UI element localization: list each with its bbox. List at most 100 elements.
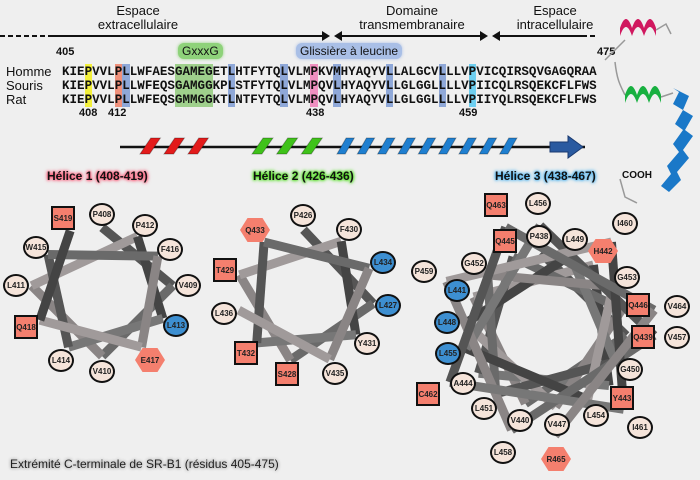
sequence-row: KIEPVVLPLLWFEQSGMMGGKTLNTFYTQLVLMPQVLHYA… bbox=[62, 93, 597, 107]
residue-l456: L456 bbox=[525, 191, 551, 215]
wheel-band bbox=[263, 237, 371, 273]
position-label: 412 bbox=[108, 107, 127, 119]
wheel-band bbox=[236, 306, 332, 364]
residue-l414: L414 bbox=[48, 348, 74, 372]
residue-l441: L441 bbox=[444, 278, 470, 302]
helix-3-ribbon bbox=[336, 137, 518, 155]
position-label: 408 bbox=[79, 107, 98, 119]
residue-c462: C462 bbox=[416, 382, 440, 406]
wheel-band bbox=[38, 315, 143, 352]
residue-v447: V447 bbox=[544, 412, 570, 436]
residue-i460: I460 bbox=[612, 211, 638, 235]
residue-s419: S419 bbox=[51, 206, 75, 230]
beta-strand-arrow bbox=[549, 135, 584, 159]
wheel-band bbox=[238, 236, 343, 280]
residue-w415: W415 bbox=[23, 235, 49, 259]
residue-highlight bbox=[438, 64, 447, 107]
residue-highlight bbox=[114, 64, 123, 107]
residue-a444: A444 bbox=[450, 371, 476, 395]
residue-l411: L411 bbox=[3, 273, 29, 297]
wheel-band bbox=[462, 223, 544, 351]
residue-highlight bbox=[280, 64, 288, 107]
helix-1-ribbon bbox=[139, 137, 210, 155]
residue-highlight bbox=[227, 64, 236, 107]
helix-green bbox=[625, 86, 661, 103]
residue-l458: L458 bbox=[490, 440, 516, 464]
residue-r465: R465 bbox=[541, 447, 571, 471]
wheel-band bbox=[35, 229, 75, 322]
residue-l449: L449 bbox=[562, 227, 588, 251]
residue-highlight bbox=[385, 64, 394, 107]
wheel-band bbox=[442, 279, 516, 432]
residue-l413: L413 bbox=[163, 313, 189, 337]
helix-3-title: Hélice 3 (438-467) bbox=[495, 169, 596, 183]
species-label: Homme bbox=[6, 64, 52, 79]
wheel-band bbox=[463, 251, 573, 328]
protein-structure-cartoon bbox=[604, 19, 693, 204]
helix-magenta bbox=[620, 19, 656, 36]
residue-q446: Q446 bbox=[626, 293, 650, 317]
wheel-band bbox=[235, 272, 295, 363]
helix-2-title: Hélice 2 (426-436) bbox=[253, 169, 354, 183]
wheel-band bbox=[325, 266, 374, 362]
residue-e417: E417 bbox=[135, 348, 165, 372]
residue-p438: P438 bbox=[526, 224, 552, 248]
residue-highlight bbox=[174, 64, 183, 107]
residue-l448: L448 bbox=[434, 310, 460, 334]
residue-y431: Y431 bbox=[354, 331, 380, 355]
wheel-band bbox=[566, 253, 620, 364]
species-label: Rat bbox=[6, 92, 27, 107]
residue-q418: Q418 bbox=[14, 315, 38, 339]
residue-v457: V457 bbox=[664, 325, 690, 349]
residue-v464: V464 bbox=[664, 294, 690, 318]
residue-l451: L451 bbox=[471, 396, 497, 420]
helix-blue bbox=[661, 88, 693, 192]
wheel-band bbox=[508, 331, 657, 434]
motif-gxxxg: GxxxG bbox=[178, 43, 223, 59]
residue-q463: Q463 bbox=[484, 193, 508, 217]
residue-highlight bbox=[310, 64, 318, 107]
residue-q445: Q445 bbox=[493, 229, 517, 253]
region-arrows bbox=[0, 31, 598, 41]
residue-highlight bbox=[197, 64, 206, 107]
wheel-band bbox=[483, 274, 501, 395]
wheel-band bbox=[287, 299, 376, 364]
region-transmembrane: Domaine transmembranaire bbox=[359, 3, 465, 32]
region-extracellular: Espace extracellulaire bbox=[97, 3, 179, 32]
residue-t429: T429 bbox=[213, 258, 237, 282]
residue-l454: L454 bbox=[583, 403, 609, 427]
residue-v435: V435 bbox=[322, 361, 348, 385]
region-intracellular: Espace intracellulaire bbox=[516, 3, 594, 32]
residue-g452: G452 bbox=[461, 251, 487, 275]
sequence-row: KIEPVVLPLLWFAESGAMEGETLHTFYTQLVLMPKVMHYA… bbox=[62, 65, 597, 79]
wheel-band bbox=[606, 241, 629, 410]
residue-highlight bbox=[190, 64, 198, 107]
residue-i461: I461 bbox=[627, 415, 653, 439]
residue-p459: P459 bbox=[411, 259, 437, 283]
helix-2-ribbon bbox=[251, 137, 324, 155]
residue-highlight bbox=[205, 64, 213, 107]
residue-s428: S428 bbox=[275, 362, 299, 386]
wheel-band bbox=[336, 240, 361, 336]
wheel-band bbox=[252, 241, 269, 344]
helix-1-title: Hélice 1 (408-419) bbox=[47, 169, 148, 183]
residue-highlight bbox=[333, 64, 341, 107]
position-start: 405 bbox=[56, 46, 75, 58]
residue-p426: P426 bbox=[290, 203, 316, 227]
position-label: 459 bbox=[459, 107, 478, 119]
residue-l455: L455 bbox=[435, 341, 461, 365]
residue-t432: T432 bbox=[234, 341, 258, 365]
residue-f430: F430 bbox=[336, 217, 362, 241]
residue-l427: L427 bbox=[375, 293, 401, 317]
residue-g453: G453 bbox=[614, 265, 640, 289]
residue-g450: G450 bbox=[617, 357, 643, 381]
wheel-band bbox=[43, 253, 73, 349]
residue-p412: P412 bbox=[132, 213, 158, 237]
residue-y443: Y443 bbox=[610, 386, 634, 410]
position-label: 438 bbox=[306, 107, 325, 119]
sequence-row: KIEPVVLPLLWFEQSGAMGGKPLSTFYTQLVLMPQVLHYA… bbox=[62, 79, 597, 93]
residue-q439: Q439 bbox=[631, 325, 655, 349]
residue-highlight bbox=[468, 64, 477, 107]
residue-v409: V409 bbox=[175, 273, 201, 297]
